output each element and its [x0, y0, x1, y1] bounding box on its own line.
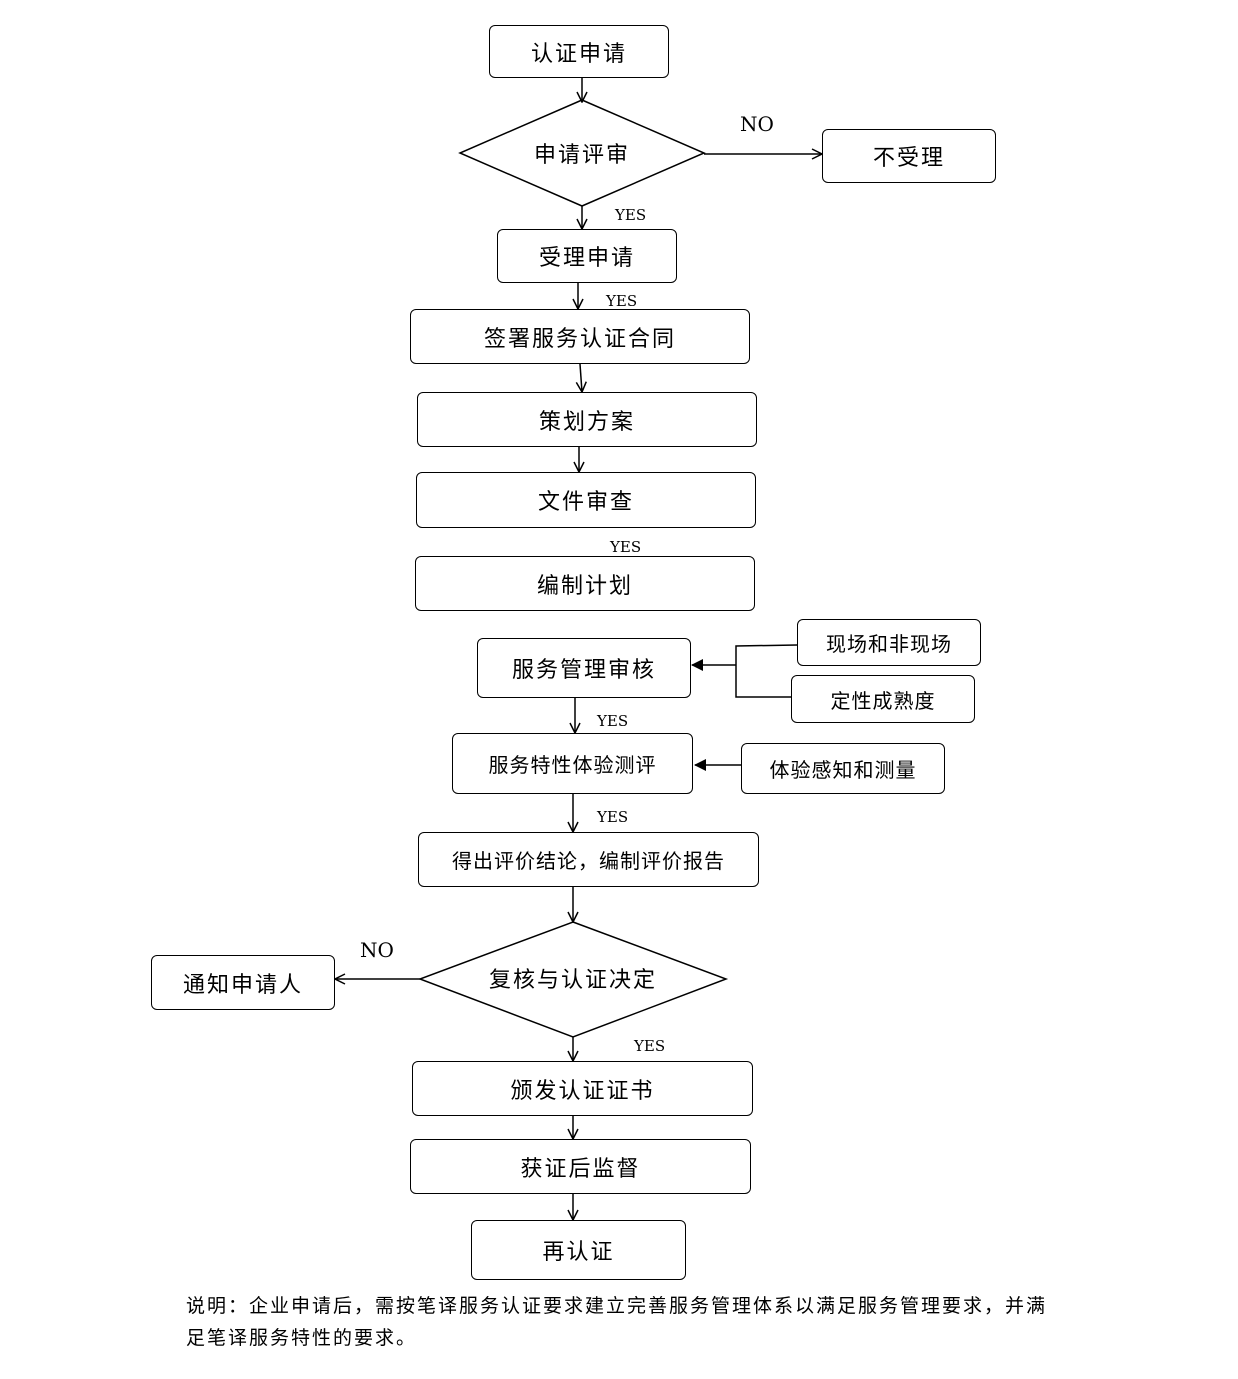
node-doc-review: 文件审查: [416, 472, 756, 528]
node-reject: 不受理: [822, 129, 996, 183]
node-plan-scheme: 策划方案: [417, 392, 757, 447]
label-yes-doc: YES: [610, 538, 642, 556]
node-feature-eval: 服务特性体验测评: [452, 733, 693, 794]
node-decision: 复核与认证决定: [488, 968, 657, 993]
node-notify: 通知申请人: [151, 955, 335, 1010]
label-yes-feature: YES: [597, 808, 629, 826]
node-review: 申请评审: [533, 143, 630, 168]
label-yes-review: YES: [615, 206, 647, 224]
label-yes-audit: YES: [597, 712, 629, 730]
label-yes-accept: YES: [606, 292, 638, 310]
node-mgmt-audit: 服务管理审核: [477, 638, 691, 698]
node-recert: 再认证: [471, 1220, 686, 1280]
node-plan: 编制计划: [415, 556, 755, 611]
node-apply: 认证申请: [489, 25, 669, 78]
node-experience: 体验感知和测量: [741, 743, 945, 794]
label-no-notify: NO: [360, 938, 394, 962]
node-maturity: 定性成熟度: [791, 675, 975, 723]
node-supervise: 获证后监督: [410, 1139, 751, 1194]
edge-contract-scheme: [580, 363, 582, 392]
explanation-note: 说明：企业申请后，需按笔译服务认证要求建立完善服务管理体系以满足服务管理要求，并…: [186, 1295, 1048, 1349]
node-contract: 签署服务认证合同: [410, 309, 750, 364]
edge-inputs-bracket: [735, 644, 798, 698]
node-issue: 颁发认证证书: [412, 1061, 753, 1116]
node-conclusion: 得出评价结论，编制评价报告: [418, 832, 759, 887]
label-yes-decision: YES: [634, 1037, 666, 1055]
label-no-reject: NO: [740, 112, 774, 136]
node-accept: 受理申请: [497, 229, 677, 283]
node-onsite: 现场和非现场: [797, 619, 981, 666]
